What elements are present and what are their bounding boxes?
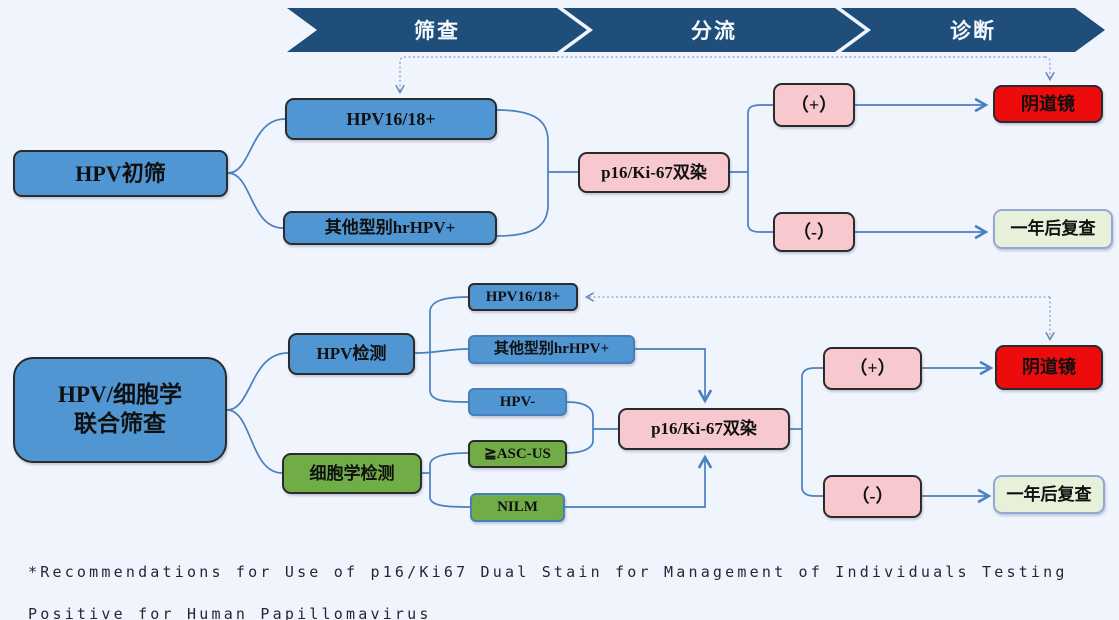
stage-chevron-diagnosis: 诊断 xyxy=(841,8,1105,52)
node-cotesting-root-line2: 联合筛查 xyxy=(74,411,166,436)
node-flow2-result-positive: （+） xyxy=(823,347,922,390)
node-cytology-test: 细胞学检测 xyxy=(282,453,422,494)
node-flow2-other-hrhpv-positive: 其他型别hrHPV+ xyxy=(468,335,635,364)
node-flow2-recheck-one-year: 一年后复查 xyxy=(993,475,1105,514)
footnote-line2: Positive for Human Papillomavirus xyxy=(28,605,432,620)
node-flow2-asc-us-or-worse: ≧ASC-US xyxy=(468,440,567,468)
flow1-connectors xyxy=(227,97,989,240)
dotted-connectors xyxy=(395,56,1055,342)
footnote: *Recommendations for Use of p16/Ki67 Dua… xyxy=(28,551,1068,620)
node-flow1-hpv16-18-positive: HPV16/18+ xyxy=(285,98,497,140)
node-flow2-colposcopy: 阴道镜 xyxy=(995,345,1103,390)
node-cotesting-root: HPV/细胞学 联合筛查 xyxy=(13,357,227,463)
stage-label-triage: 分流 xyxy=(691,19,737,43)
node-flow2-hpv-negative: HPV- xyxy=(468,388,567,416)
node-flow1-p16-ki67-dual-stain: p16/Ki-67双染 xyxy=(578,152,730,193)
stage-chevron-triage: 分流 xyxy=(563,8,865,52)
node-hpv-test: HPV检测 xyxy=(288,333,415,375)
footnote-line1: *Recommendations for Use of p16/Ki67 Dua… xyxy=(28,563,1068,581)
node-flow1-other-hrhpv-positive: 其他型别hrHPV+ xyxy=(283,211,497,245)
node-flow1-result-positive: （+） xyxy=(773,83,855,127)
node-flow2-p16-ki67-dual-stain: p16/Ki-67双染 xyxy=(618,408,790,450)
node-flow2-result-negative: （-） xyxy=(823,475,922,518)
node-flow1-recheck-one-year: 一年后复查 xyxy=(993,209,1113,249)
node-flow2-nilm: NILM xyxy=(470,493,565,522)
node-flow1-result-negative: （-） xyxy=(773,212,855,252)
stage-label-screening: 筛查 xyxy=(414,19,460,43)
node-cotesting-root-line1: HPV/细胞学 xyxy=(58,382,182,408)
node-flow2-hpv16-18-positive: HPV16/18+ xyxy=(468,283,578,311)
flow2-connectors xyxy=(226,296,994,508)
node-hpv-primary-screening: HPV初筛 xyxy=(13,150,228,197)
stage-chevron-screening: 筛查 xyxy=(287,8,587,52)
stage-label-diagnosis: 诊断 xyxy=(950,19,996,43)
node-flow1-colposcopy: 阴道镜 xyxy=(993,85,1103,123)
